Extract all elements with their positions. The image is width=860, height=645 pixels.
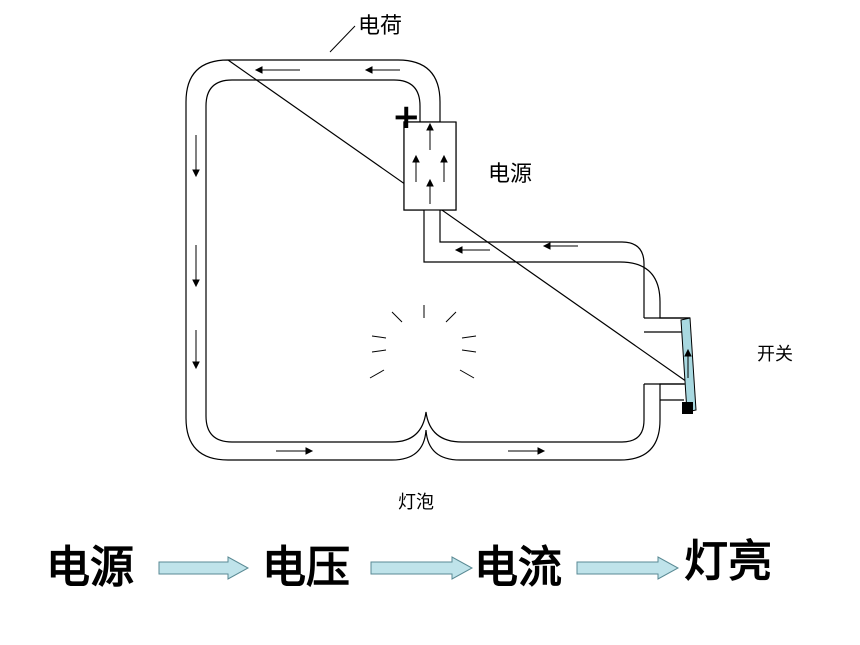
chain-arrow-1 bbox=[158, 556, 250, 580]
cause-chain: 电源 电压 电流 灯亮 bbox=[40, 528, 820, 608]
chain-arrow-2 bbox=[370, 556, 474, 580]
wire-inner-edge-3 bbox=[205, 79, 645, 443]
charge-leader-line bbox=[329, 25, 356, 53]
chain-step-current: 电流 bbox=[474, 542, 562, 593]
chain-step-power-source: 电源 bbox=[46, 542, 134, 593]
wire-outer-edge bbox=[185, 59, 692, 461]
current-arrows bbox=[192, 66, 692, 455]
label-power-source: 电源 bbox=[488, 162, 533, 187]
bulb-rays bbox=[369, 305, 477, 379]
label-switch: 开关 bbox=[757, 344, 793, 365]
label-bulb: 灯泡 bbox=[398, 492, 434, 513]
wire-inner-edge bbox=[240, 79, 421, 122]
chain-arrow-3 bbox=[576, 556, 680, 580]
label-charge: 电荷 bbox=[358, 14, 403, 39]
wire-inner-edge-2 bbox=[439, 122, 645, 318]
plus-sign: + bbox=[392, 97, 421, 137]
chain-step-light-on: 灯亮 bbox=[684, 536, 772, 587]
chain-step-voltage: 电压 bbox=[262, 542, 350, 593]
switch-pivot bbox=[682, 402, 693, 414]
